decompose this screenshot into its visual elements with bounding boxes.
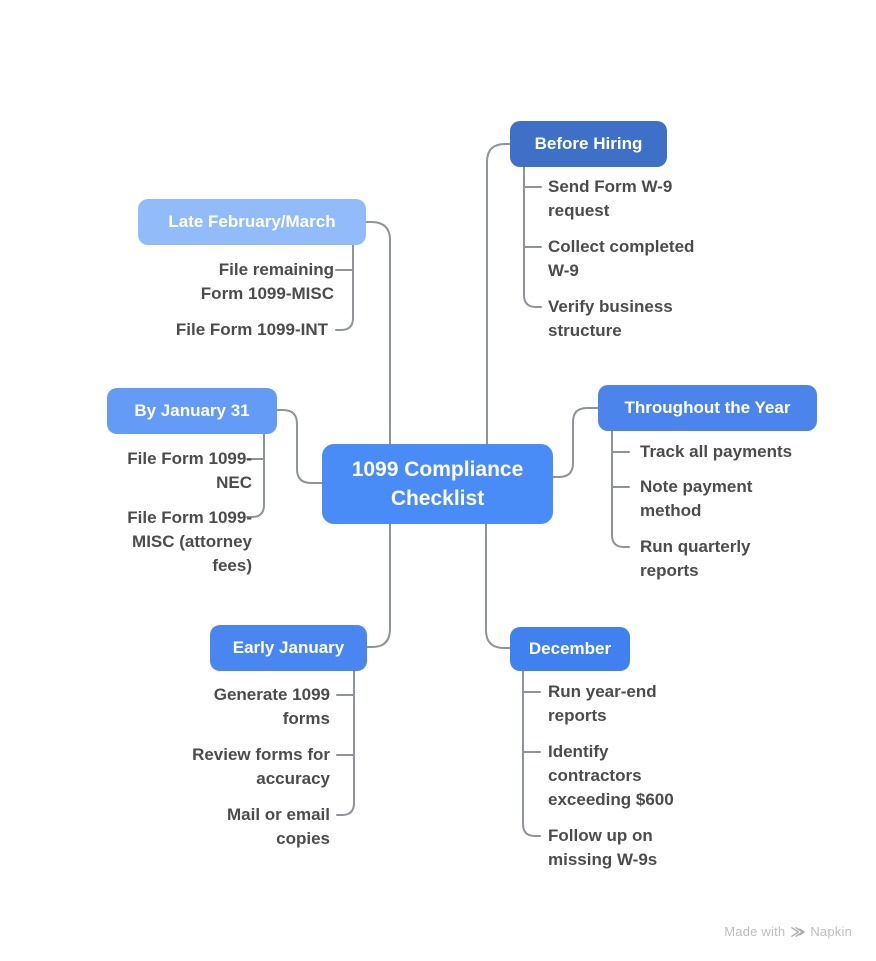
center-node[interactable]: 1099 Compliance Checklist — [322, 444, 553, 524]
branch-item[interactable]: Run quarterly reports — [640, 537, 751, 580]
napkin-logo-icon — [790, 926, 806, 938]
branch-item[interactable]: Send Form W-9 request — [548, 177, 673, 220]
branch-item[interactable]: Collect completed W-9 — [548, 237, 695, 280]
napkin-watermark[interactable]: Made with Napkin — [724, 924, 852, 939]
spine-before-hiring — [523, 166, 542, 308]
branch-item[interactable]: File Form 1099-INT — [175, 320, 328, 339]
branch-item[interactable]: File Form 1099- MISC (attorney fees) — [127, 508, 252, 575]
branch-item[interactable]: Review forms for accuracy — [192, 745, 330, 788]
branch-item[interactable]: Note payment method — [640, 477, 753, 520]
connector-before-hiring — [486, 143, 511, 445]
branch-item[interactable]: File remaining Form 1099-MISC — [200, 260, 334, 303]
branch-item[interactable]: Verify business structure — [548, 297, 673, 340]
branch-node-early-january[interactable]: Early January — [210, 625, 367, 671]
branch-node-by-january-31[interactable]: By January 31 — [107, 388, 277, 434]
branch-item[interactable]: Generate 1099 forms — [213, 685, 330, 728]
connector-by-january — [276, 409, 323, 484]
connector-throughout-year — [552, 407, 599, 478]
spine-throughout-year — [611, 429, 630, 548]
branch-node-late-february-march[interactable]: Late February/March — [138, 199, 366, 245]
branch-node-before-hiring[interactable]: Before Hiring — [510, 121, 667, 167]
branch-item[interactable]: File Form 1099- NEC — [127, 449, 252, 492]
spine-december — [522, 670, 541, 837]
branch-item[interactable]: Mail or email copies — [227, 805, 330, 848]
branch-node-throughout-the-year[interactable]: Throughout the Year — [598, 385, 817, 431]
branch-item[interactable]: Track all payments — [640, 442, 793, 461]
spine-by-january — [246, 432, 265, 518]
spine-late-february — [335, 244, 354, 331]
branch-node-december[interactable]: December — [510, 627, 630, 671]
branch-item[interactable]: Identify contractors exceeding $600 — [548, 742, 674, 809]
connector-early-january — [366, 523, 391, 648]
spine-early-january — [336, 670, 355, 816]
connector-late-february — [365, 221, 391, 445]
connector-december — [485, 523, 511, 649]
watermark-brand: Napkin — [810, 924, 852, 939]
watermark-prefix: Made with — [724, 924, 786, 939]
branch-item[interactable]: Run year-end reports — [548, 682, 657, 725]
branch-item[interactable]: Follow up on missing W-9s — [548, 826, 658, 869]
